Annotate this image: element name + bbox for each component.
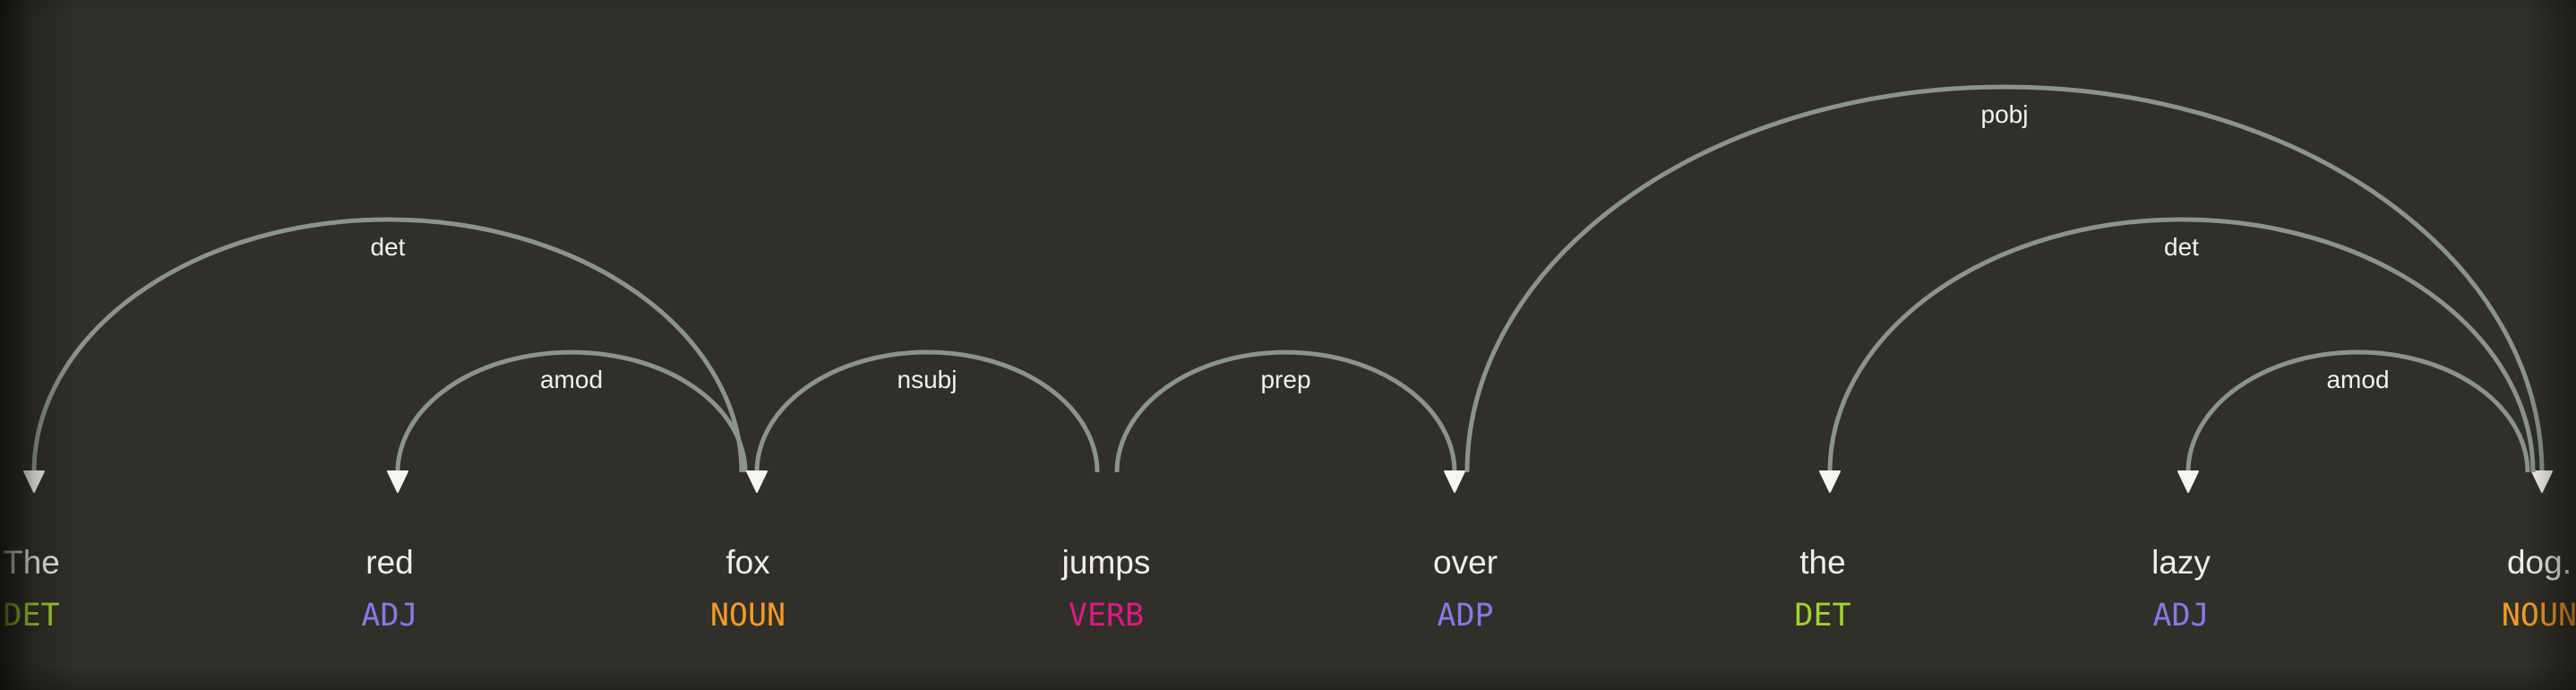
token-pos-tag: ADJ: [361, 598, 417, 634]
arrowhead-icon: [746, 470, 768, 493]
token-word: jumps: [1061, 544, 1151, 581]
arrowhead-icon: [2177, 470, 2199, 493]
token-pos-tag: DET: [3, 598, 59, 634]
token-word: the: [1799, 544, 1845, 581]
token-word: over: [1433, 544, 1498, 581]
arc-label: amod: [540, 366, 603, 393]
arrowhead-icon: [1444, 470, 1465, 493]
arc-label: pobj: [1981, 100, 2029, 128]
arrowhead-icon: [23, 470, 45, 493]
arrowhead-icon: [387, 470, 408, 493]
token-word: The: [3, 544, 60, 581]
token-word: dog.: [2507, 544, 2572, 581]
token-word: red: [365, 544, 413, 581]
arc-label: det: [371, 233, 406, 261]
arc-label: prep: [1260, 366, 1310, 393]
arrowhead-icon: [1819, 470, 1841, 493]
token-word: lazy: [2151, 544, 2211, 581]
token-pos-tag: NOUN: [710, 598, 786, 634]
token-pos-tag: ADP: [1437, 598, 1493, 634]
token-pos-tag: VERB: [1069, 598, 1144, 634]
arc-label: amod: [2326, 366, 2389, 393]
arrowhead-icon: [2531, 470, 2553, 493]
dependency-arc-pobj: [1464, 84, 2545, 473]
token-pos-tag: ADJ: [2152, 598, 2209, 634]
arc-label: nsubj: [897, 366, 957, 393]
token-word: fox: [726, 544, 770, 581]
arc-label: det: [2164, 233, 2199, 261]
token-pos-tag: NOUN: [2502, 598, 2576, 634]
token-pos-tag: DET: [1794, 598, 1850, 634]
